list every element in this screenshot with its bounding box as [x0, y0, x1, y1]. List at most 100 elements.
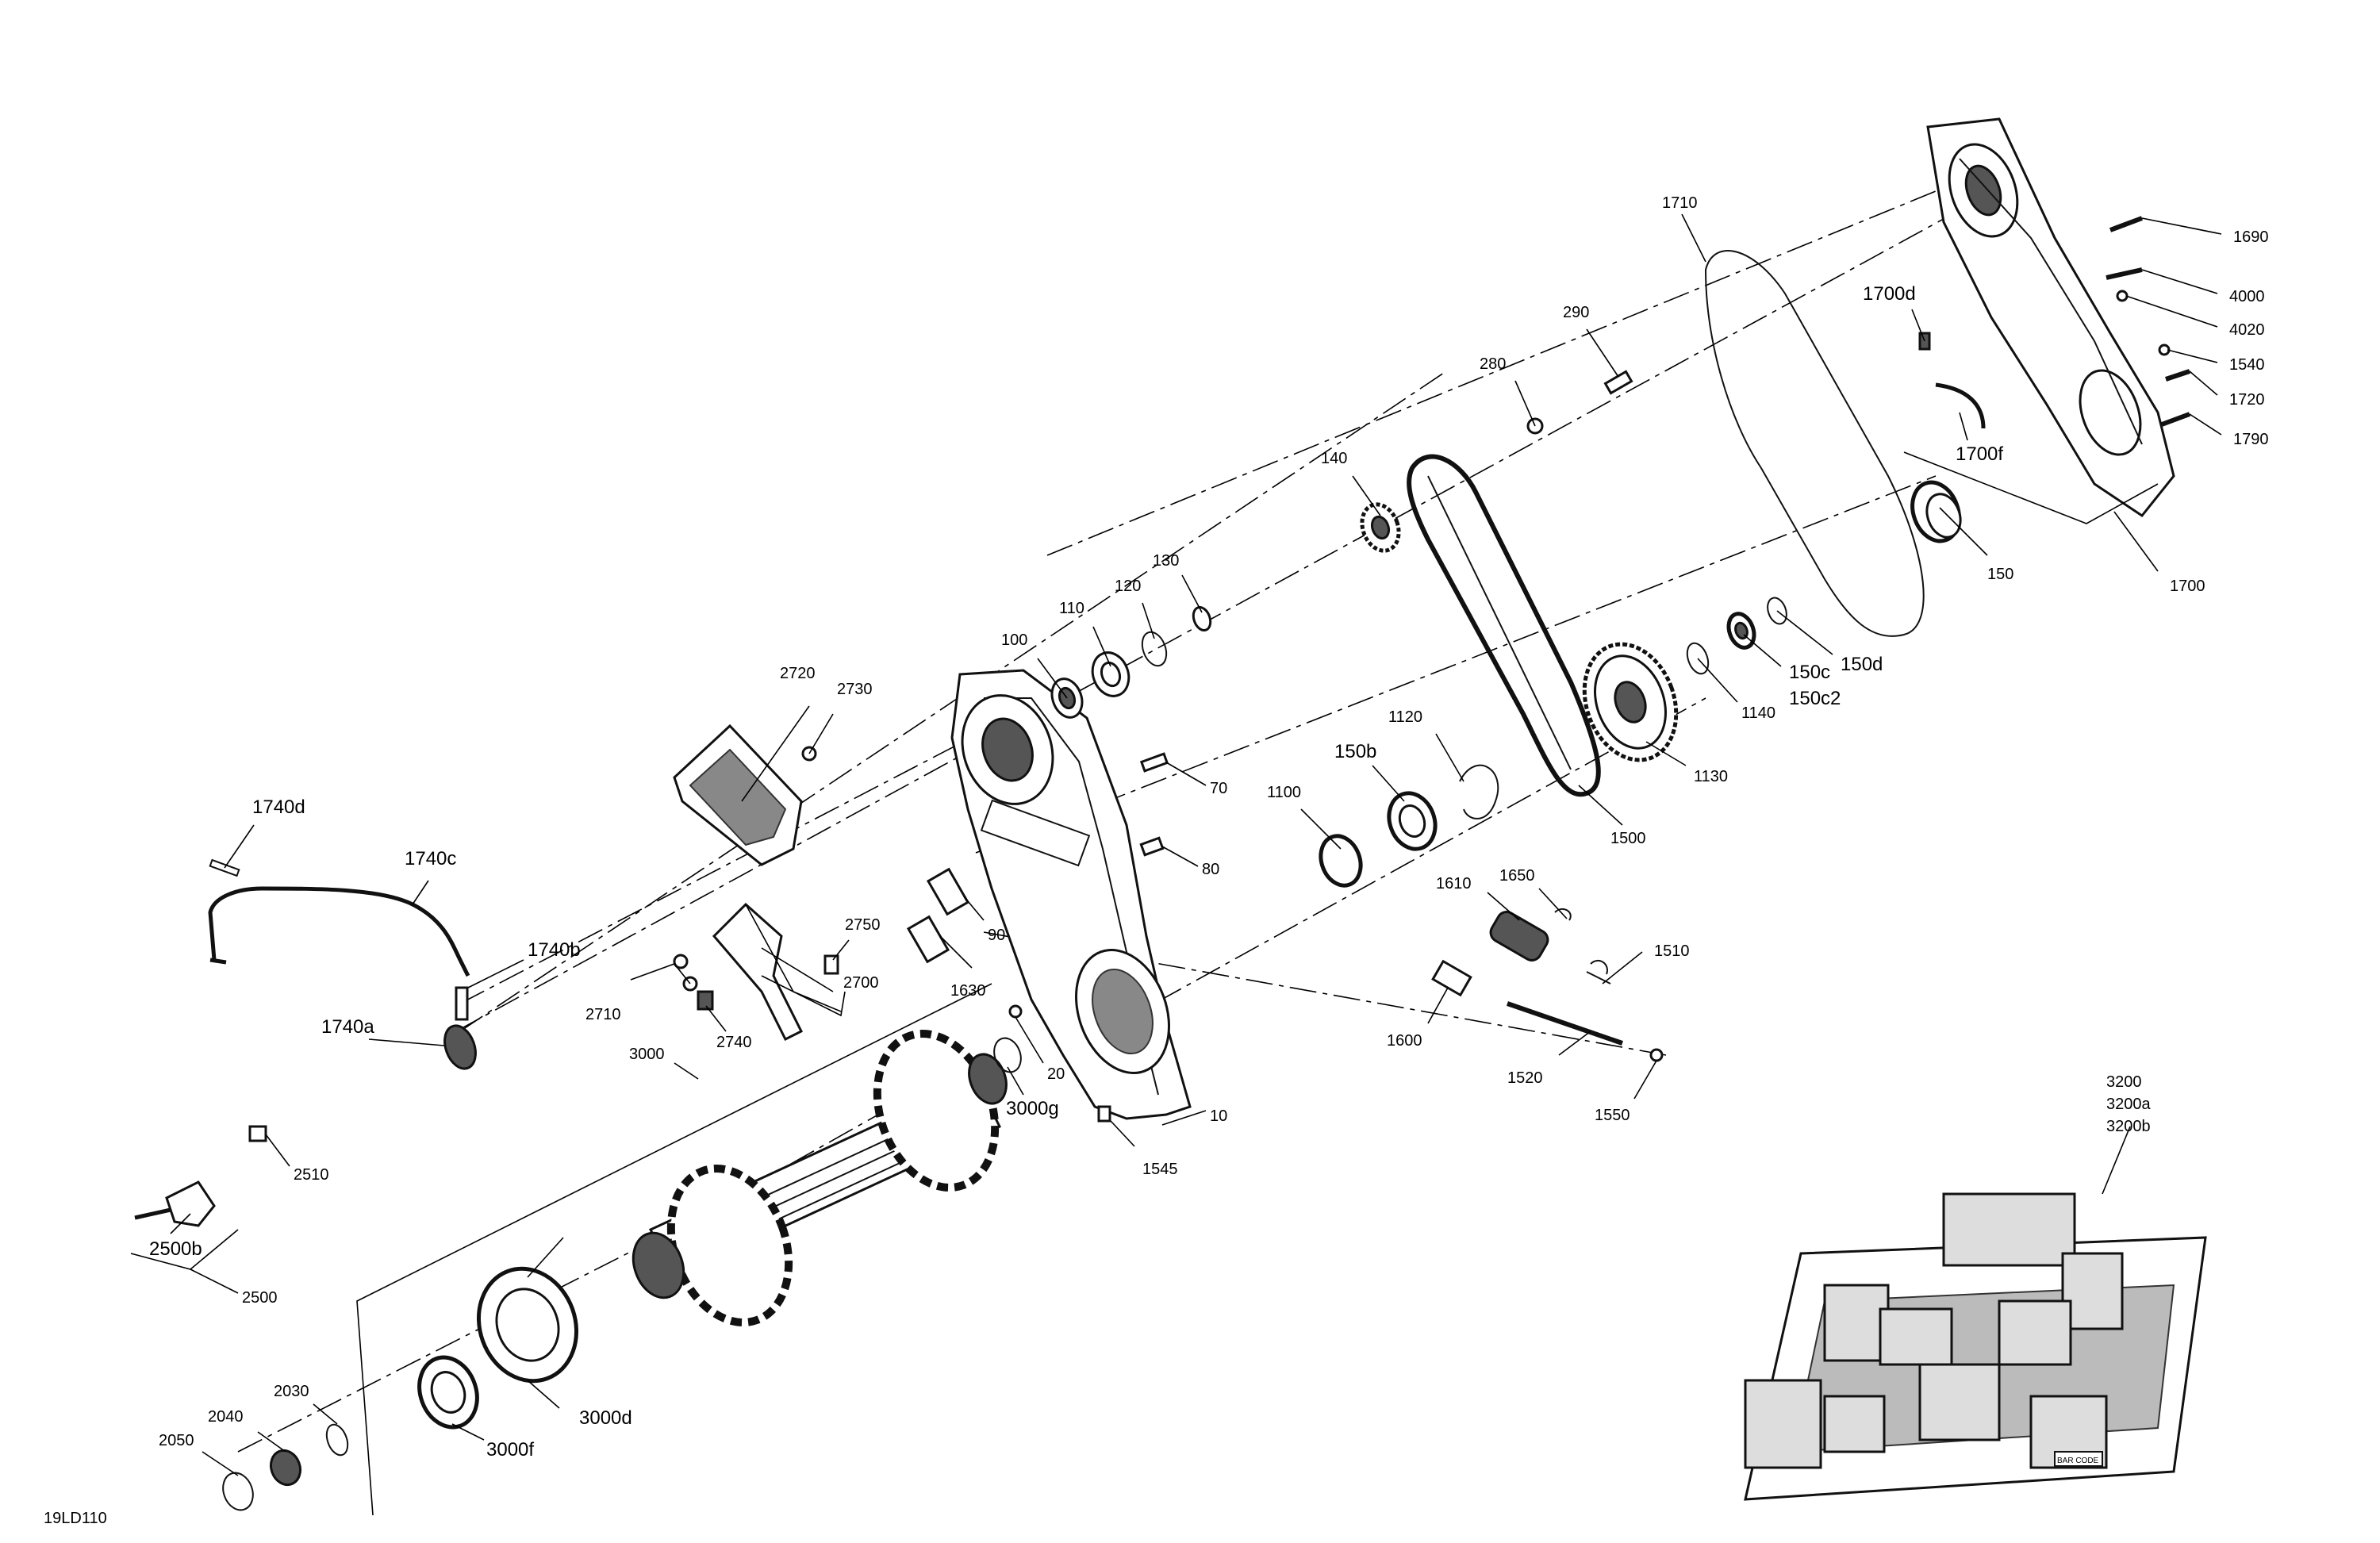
cover-bolts: [2106, 216, 2191, 427]
sprocket-1130: [1582, 642, 1679, 762]
label-2710: 2710: [585, 1006, 621, 1023]
ring-2050: [222, 1472, 254, 1511]
label-90: 90: [988, 927, 1005, 944]
label-2500b: 2500b: [149, 1238, 202, 1260]
label-1610: 1610: [1436, 875, 1472, 892]
label-1510: 1510: [1654, 942, 1690, 960]
ring-150d: [1767, 597, 1787, 625]
label-3200: 3200: [2106, 1073, 2142, 1091]
ring-1120: [1459, 764, 1499, 819]
label-1650: 1650: [1499, 867, 1535, 885]
bearing-150c: [1726, 612, 1756, 650]
dowel-90: [926, 867, 970, 916]
label-1600: 1600: [1387, 1032, 1422, 1050]
label-290: 290: [1563, 304, 1589, 321]
nut-1550: [1649, 1048, 1664, 1062]
washer-130: [1192, 605, 1212, 632]
flange-3000d: [476, 1266, 579, 1384]
bearing-110: [1091, 651, 1130, 697]
bolt-80: [1139, 836, 1165, 857]
label-1540: 1540: [2229, 356, 2265, 374]
label-2730: 2730: [837, 681, 873, 698]
nut-2510: [248, 1125, 267, 1142]
label-1500: 1500: [1610, 830, 1646, 847]
track-bar-code-tag: BAR CODE: [2057, 1457, 2099, 1465]
label-1700d: 1700d: [1863, 283, 1916, 305]
diagram-id: 19LD110: [44, 1510, 107, 1527]
label-1140: 1140: [1741, 704, 1775, 722]
driveshaft-3000: [631, 1030, 1008, 1326]
gasket-1710: [1704, 250, 1925, 637]
bolt-290: [1603, 370, 1633, 395]
ring-3000g: [993, 1037, 1022, 1073]
clip-2740: [697, 990, 714, 1011]
bolt-70: [1139, 752, 1169, 773]
label-2700: 2700: [843, 974, 879, 992]
assembly-axes: [237, 158, 2016, 1453]
label-130: 130: [1153, 552, 1179, 570]
label-2500: 2500: [242, 1289, 278, 1307]
label-280: 280: [1480, 355, 1506, 373]
label-1710: 1710: [1662, 194, 1698, 212]
label-1740d: 1740d: [252, 796, 305, 818]
label-140: 140: [1321, 450, 1347, 467]
label-110: 110: [1059, 600, 1084, 617]
ring-120: [1141, 631, 1168, 667]
bearing-3000f: [417, 1355, 479, 1430]
label-150b: 150b: [1334, 741, 1376, 762]
label-3200b: 3200b: [2106, 1118, 2151, 1135]
track-3200: BAR CODE: [1744, 1192, 2207, 1501]
sprocket-140: [1360, 502, 1401, 553]
label-1100: 1100: [1267, 784, 1301, 801]
label-100: 100: [1001, 631, 1027, 649]
tensioner-1610: [1489, 911, 1549, 961]
label-1120: 1120: [1388, 708, 1422, 726]
nut-2710a: [673, 954, 689, 969]
label-2720: 2720: [780, 665, 816, 682]
label-4020: 4020: [2229, 321, 2265, 339]
label-1130: 1130: [1694, 768, 1728, 785]
callout-labels: 10 20 70 80 90 100 110 120 130 140 150 1…: [44, 194, 2269, 1527]
label-70: 70: [1210, 780, 1227, 797]
label-3000f: 3000f: [486, 1439, 534, 1460]
chain-inner-line: [1427, 475, 1572, 770]
label-1630: 1630: [950, 982, 986, 1000]
label-80: 80: [1202, 861, 1219, 878]
clip-1650: [1554, 908, 1572, 921]
label-2050: 2050: [159, 1432, 194, 1449]
sensor-harness-1740: [208, 858, 477, 1070]
chain-1500: [1407, 454, 1601, 797]
adjuster-bolt-1520: [1507, 1001, 1623, 1046]
ring-1140: [1686, 642, 1710, 675]
chaincase-housing-10: [950, 669, 1192, 1120]
label-150d: 150d: [1841, 654, 1883, 675]
label-1790: 1790: [2233, 431, 2269, 448]
label-3000: 3000: [629, 1046, 665, 1063]
label-1545: 1545: [1142, 1161, 1178, 1178]
label-1700: 1700: [2170, 578, 2205, 595]
spacer-2750: [823, 954, 839, 975]
outer-cover-1700: [1926, 117, 2175, 518]
label-150c2: 150c2: [1789, 688, 1841, 709]
label-2510: 2510: [294, 1166, 329, 1184]
label-1550: 1550: [1595, 1107, 1630, 1124]
bolt-20: [1008, 1004, 1023, 1019]
label-3200a: 3200a: [2106, 1096, 2151, 1113]
bracket-2700: [712, 902, 804, 1042]
label-2750: 2750: [845, 916, 881, 934]
label-2030: 2030: [274, 1383, 309, 1400]
label-1700f: 1700f: [1956, 443, 2003, 465]
bearing-150b: [1387, 791, 1438, 851]
bearing-150: [1910, 480, 1962, 543]
label-1720: 1720: [2229, 391, 2265, 409]
label-1740b: 1740b: [528, 939, 581, 961]
bolt-1545: [1097, 1105, 1111, 1123]
bracket-2500b: [165, 1180, 216, 1227]
seal-1100: [1319, 834, 1363, 888]
guard-2720: [673, 724, 803, 866]
label-2740: 2740: [716, 1034, 752, 1051]
label-3000g: 3000g: [1006, 1098, 1059, 1119]
label-120: 120: [1115, 578, 1141, 595]
label-4000: 4000: [2229, 288, 2265, 305]
